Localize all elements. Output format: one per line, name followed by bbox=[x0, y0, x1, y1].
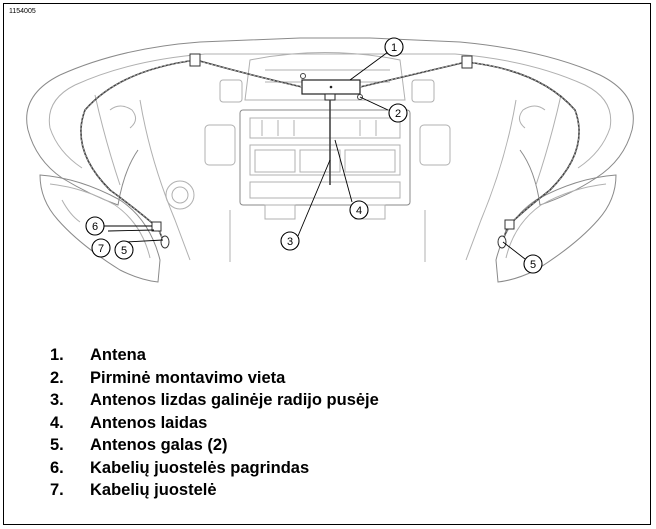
left-wing bbox=[39, 174, 161, 283]
svg-text:4: 4 bbox=[356, 205, 362, 217]
legend-item-2: 2. Pirminė montavimo vieta bbox=[50, 367, 379, 390]
legend-num: 1. bbox=[50, 346, 64, 364]
legend-list: 1. Antena 2. Pirminė montavimo vieta 3. Ant… bbox=[50, 344, 379, 502]
svg-text:5: 5 bbox=[121, 245, 127, 257]
fairing-diagram: 1 2 3 4 5 6 7 5 bbox=[26, 37, 634, 283]
legend-text: Antenos galas (2) bbox=[90, 436, 228, 454]
legend-num: 2. bbox=[50, 368, 64, 387]
svg-text:3: 3 bbox=[287, 236, 293, 248]
legend-text: Antenos lizdas galinėje radijo pusėje bbox=[90, 391, 379, 409]
svg-text:1: 1 bbox=[391, 42, 397, 54]
callout-2: 2 bbox=[388, 103, 408, 123]
inner-panels bbox=[94, 94, 562, 261]
center-radio-assembly bbox=[219, 52, 435, 262]
legend-num: 3. bbox=[50, 391, 64, 409]
legend-text: Pirminė montavimo vieta bbox=[90, 368, 286, 387]
figure-id: 1154005 bbox=[9, 8, 36, 15]
legend-item-5: 5. Antenos galas (2) bbox=[50, 434, 379, 457]
legend-item-4: 4. Antenos laidas bbox=[50, 412, 379, 435]
antenna bbox=[300, 73, 363, 101]
svg-text:7: 7 bbox=[98, 243, 104, 255]
legend-num: 7. bbox=[50, 481, 64, 499]
legend-text: Kabelių juostelės pagrindas bbox=[90, 458, 310, 477]
callout-3: 3 bbox=[280, 231, 300, 251]
legend-text: Antena bbox=[90, 346, 146, 364]
legend-num: 5. bbox=[50, 436, 64, 454]
leader-lines bbox=[102, 51, 526, 260]
callout-1: 1 bbox=[384, 37, 404, 57]
svg-text:6: 6 bbox=[92, 221, 98, 233]
legend-item-3: 3. Antenos lizdas galinėje radijo pusėje bbox=[50, 389, 379, 412]
callout-7: 7 bbox=[91, 238, 111, 258]
callout-5-left: 5 bbox=[114, 240, 134, 260]
legend-num: 4. bbox=[50, 413, 64, 432]
legend-item-7: 7. Kabelių juostelė bbox=[50, 479, 379, 502]
svg-text:5: 5 bbox=[530, 259, 536, 271]
legend-text: Kabelių juostelė bbox=[90, 481, 217, 499]
legend-item-6: 6. Kabelių juostelės pagrindas bbox=[50, 457, 379, 480]
legend-item-1: 1. Antena bbox=[50, 344, 379, 367]
antenna-cable bbox=[80, 53, 580, 249]
svg-text:2: 2 bbox=[395, 108, 401, 120]
legend-text: Antenos laidas bbox=[90, 413, 208, 432]
callout-6: 6 bbox=[85, 216, 105, 236]
callout-4: 4 bbox=[349, 200, 369, 220]
callout-5-right: 5 bbox=[523, 254, 543, 274]
right-wing bbox=[495, 174, 617, 283]
legend-num: 6. bbox=[50, 458, 64, 477]
